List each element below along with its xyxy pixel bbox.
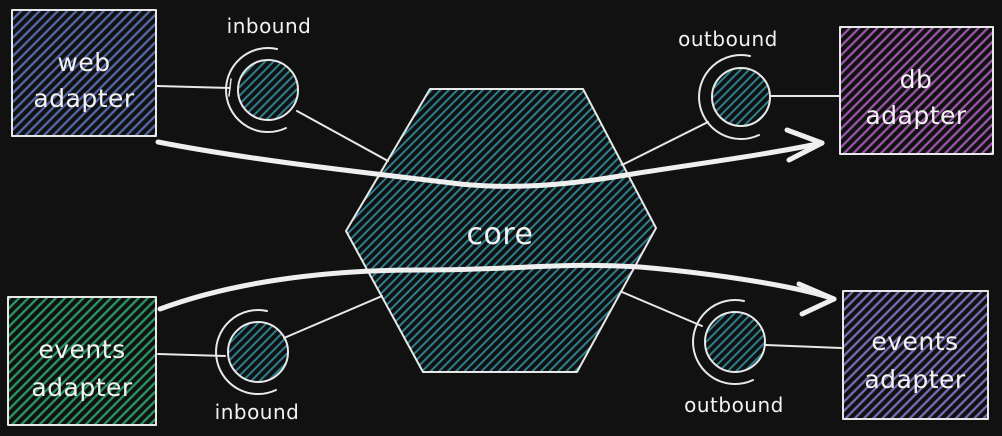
label-inbound-bottom: inbound xyxy=(215,400,300,424)
port-circle-outbound-bottom xyxy=(704,311,766,373)
flow-arrow-top-head xyxy=(784,127,825,163)
edge-core-to-outbound-port-top xyxy=(621,121,709,166)
label-web-adapter-line2: adapter xyxy=(33,84,135,113)
port-arc-inbound-top xyxy=(225,47,287,133)
edge-core-to-outbound-port-bottom xyxy=(621,291,703,327)
label-events-adapter-in-line2: adapter xyxy=(31,373,133,402)
edge-inbound-port-bottom-to-core xyxy=(283,295,383,339)
label-core: core xyxy=(467,217,534,252)
edge-events-to-inbound-port xyxy=(157,353,226,357)
label-inbound-top: inbound xyxy=(227,14,312,38)
label-events-adapter-out-line1: events xyxy=(871,327,958,356)
label-web-adapter-line1: web xyxy=(57,48,110,77)
edge-inbound-port-to-core xyxy=(296,110,389,162)
node-web-adapter xyxy=(11,9,157,137)
flow-arrow-bottom-head xyxy=(796,281,837,317)
label-outbound-top: outbound xyxy=(678,27,778,51)
flow-arrow-bottom xyxy=(157,262,837,312)
label-outbound-bottom: outbound xyxy=(684,393,784,417)
node-events-adapter-outbound xyxy=(842,290,989,420)
port-arc-outbound-top xyxy=(698,54,760,140)
port-circle-inbound-bottom xyxy=(227,321,289,383)
node-events-adapter-inbound xyxy=(7,296,157,426)
flow-arrow-top xyxy=(155,139,825,189)
port-circle-outbound-top xyxy=(711,67,771,127)
port-circle-inbound-top xyxy=(237,59,299,121)
core-hexagon xyxy=(345,88,657,373)
label-db-adapter-line2: adapter xyxy=(865,101,967,130)
label-events-adapter-out-line2: adapter xyxy=(864,365,966,394)
node-db-adapter xyxy=(839,26,994,155)
label-events-adapter-in-line1: events xyxy=(38,335,125,364)
edge-inbound-port-end-tick xyxy=(228,78,232,97)
edge-web-to-inbound-port xyxy=(156,85,231,89)
edge-outbound-port-to-events xyxy=(765,344,842,349)
port-arc-inbound-bottom xyxy=(215,309,277,395)
port-arc-outbound-bottom xyxy=(692,299,754,385)
label-db-adapter-line1: db xyxy=(900,65,933,94)
